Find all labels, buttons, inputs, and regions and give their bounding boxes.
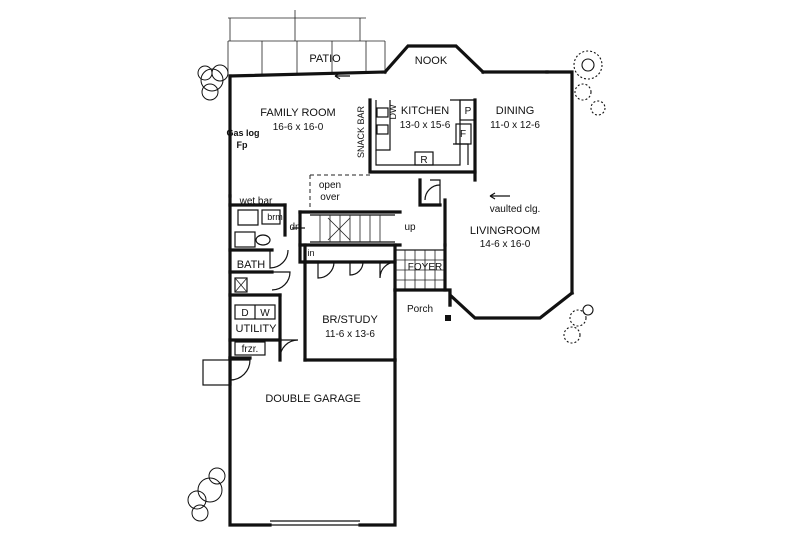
dryer-label: D <box>241 308 248 319</box>
fireplace-label: Fp <box>237 140 248 150</box>
nook-label: NOOK <box>415 55 448 67</box>
kitchen-dims: 13-0 x 15-6 <box>400 120 451 131</box>
exterior-walls <box>228 44 575 527</box>
br-study-dims: 11-6 x 13-6 <box>325 329 375 340</box>
bath-label: BATH <box>237 259 266 271</box>
broom-closet-label: brm <box>267 212 283 222</box>
stair-up-label: up <box>404 222 416 233</box>
dining-label: DINING <box>496 105 535 117</box>
in-label: in <box>307 248 314 258</box>
patio-paving <box>227 10 386 74</box>
washer-label: W <box>260 308 270 319</box>
utility-label: UTILITY <box>236 323 278 335</box>
garage-side-entry <box>202 359 232 386</box>
interior-walls <box>228 170 477 362</box>
wet-bar-label: wet bar <box>239 196 273 207</box>
shrub-upper-left <box>197 64 229 101</box>
vaulted-ceiling-label: vaulted clg. <box>490 204 541 215</box>
kitchen-label: KITCHEN <box>401 105 449 117</box>
vault-arrows <box>334 72 510 200</box>
pantry-label: P <box>465 106 472 117</box>
garage-door <box>270 520 360 526</box>
dining-dims: 11-0 x 12-6 <box>490 120 540 131</box>
kitchen-counters <box>368 98 477 174</box>
dishwasher-label: DW <box>388 104 398 119</box>
foyer-label: FOYER <box>408 262 442 273</box>
shrub-lower-left <box>187 467 226 522</box>
stair-down-label: dn <box>289 222 300 233</box>
br-study-label: BR/STUDY <box>322 314 378 326</box>
porch-post <box>445 315 451 321</box>
fridge-label: F <box>460 129 466 140</box>
porch-label: Porch <box>407 304 433 315</box>
family-room-dims: 16-6 x 16-0 <box>273 122 324 133</box>
garage-label: DOUBLE GARAGE <box>265 393 360 405</box>
patio-label: PATIO <box>309 53 341 65</box>
tree-upper-right <box>573 50 606 116</box>
family-room-label: FAMILY ROOM <box>260 107 335 119</box>
living-room-label: LIVINGROOM <box>470 225 540 237</box>
door-swings <box>229 184 441 381</box>
range-label: R <box>420 155 427 166</box>
snack-bar-label: SNACK BAR <box>356 105 366 158</box>
gas-log-label: Gas log <box>226 128 259 138</box>
over-label: over <box>320 192 340 203</box>
open-over-line <box>309 174 370 210</box>
tree-lower-right <box>563 304 594 344</box>
living-room-dims: 14-6 x 16-0 <box>480 239 531 250</box>
open-label: open <box>319 180 341 191</box>
freezer-label: frzr. <box>242 344 259 355</box>
